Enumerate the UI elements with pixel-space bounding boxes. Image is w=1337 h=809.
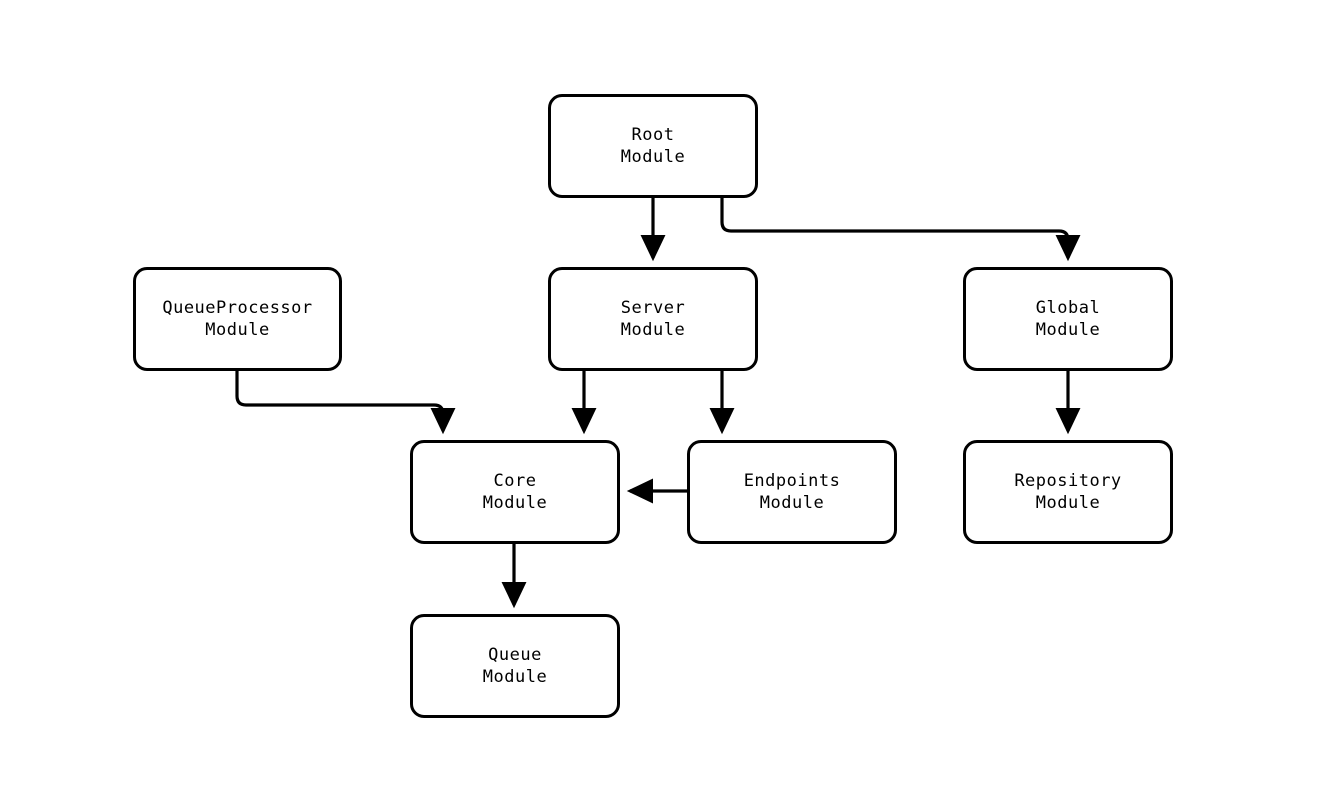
node-root-module-suffix: Module [620, 147, 686, 167]
node-core-module-name: Core [493, 471, 537, 491]
node-endpoints-module-suffix: Module [759, 493, 825, 513]
node-server-module-name: Server [620, 298, 686, 318]
node-server-module-suffix: Module [620, 320, 686, 340]
node-repository-module-suffix: Module [1035, 493, 1101, 513]
node-queue-module-suffix: Module [482, 667, 548, 687]
node-queueprocessor-module-name: QueueProcessor [162, 298, 313, 318]
node-root-module[interactable]: Root Module [548, 94, 758, 198]
node-queueprocessor-module[interactable]: QueueProcessor Module [133, 267, 342, 371]
node-repository-module[interactable]: Repository Module [963, 440, 1173, 544]
node-global-module-suffix: Module [1035, 320, 1101, 340]
node-global-module-name: Global [1035, 298, 1101, 318]
node-server-module[interactable]: Server Module [548, 267, 758, 371]
node-queue-module[interactable]: Queue Module [410, 614, 620, 718]
node-root-module-name: Root [631, 125, 675, 145]
node-endpoints-module-name: Endpoints [743, 471, 841, 491]
node-queue-module-name: Queue [488, 645, 542, 665]
node-repository-module-name: Repository [1014, 471, 1122, 491]
node-queueprocessor-module-suffix: Module [205, 320, 270, 340]
node-endpoints-module[interactable]: Endpoints Module [687, 440, 897, 544]
node-core-module[interactable]: Core Module [410, 440, 620, 544]
node-global-module[interactable]: Global Module [963, 267, 1173, 371]
node-core-module-suffix: Module [482, 493, 548, 513]
